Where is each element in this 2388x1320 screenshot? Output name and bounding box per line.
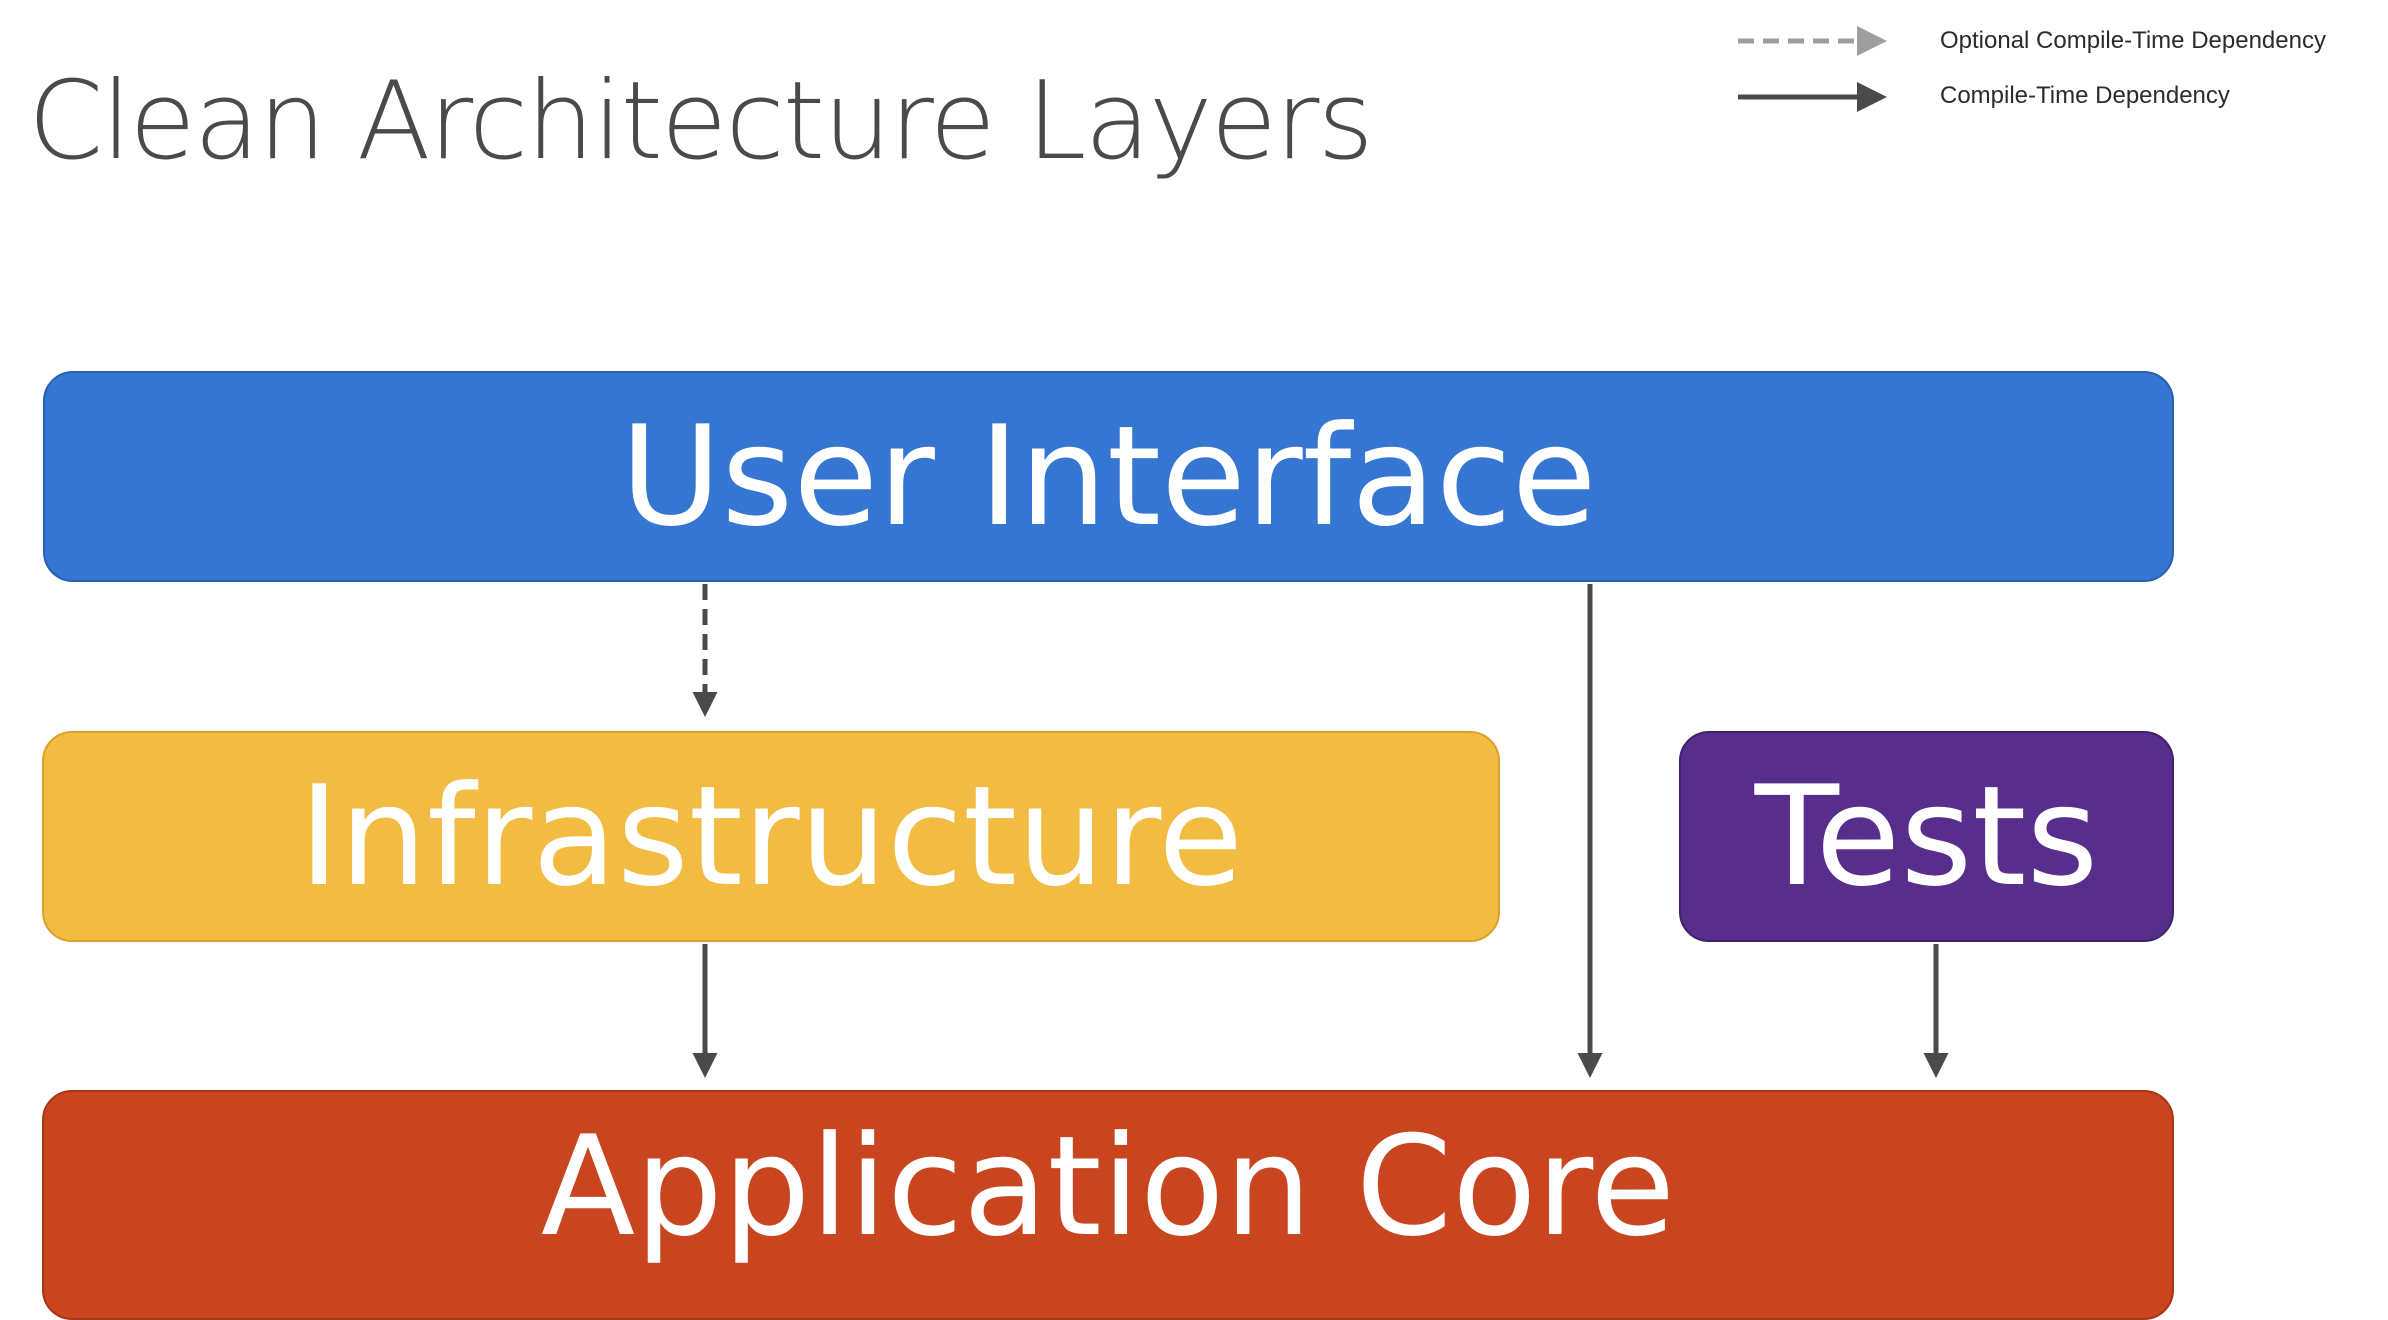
layer-infrastructure: Infrastructure: [42, 731, 1500, 942]
layer-tests-label: Tests: [1754, 756, 2099, 917]
layer-user-interface-label: User Interface: [620, 396, 1597, 557]
legend-compile-label: Compile-Time Dependency: [1940, 82, 2230, 109]
legend-optional-label: Optional Compile-Time Dependency: [1940, 27, 2326, 54]
layer-user-interface: User Interface: [43, 371, 2174, 582]
layer-application-core: Application Core: [42, 1090, 2174, 1320]
page-title: Clean Architecture Layers: [28, 59, 1374, 184]
layer-application-core-label: Application Core: [540, 1106, 1676, 1267]
layer-tests: Tests: [1679, 731, 2174, 942]
layer-infrastructure-label: Infrastructure: [298, 756, 1244, 917]
legend-and-arrows: [692, 26, 1949, 1078]
